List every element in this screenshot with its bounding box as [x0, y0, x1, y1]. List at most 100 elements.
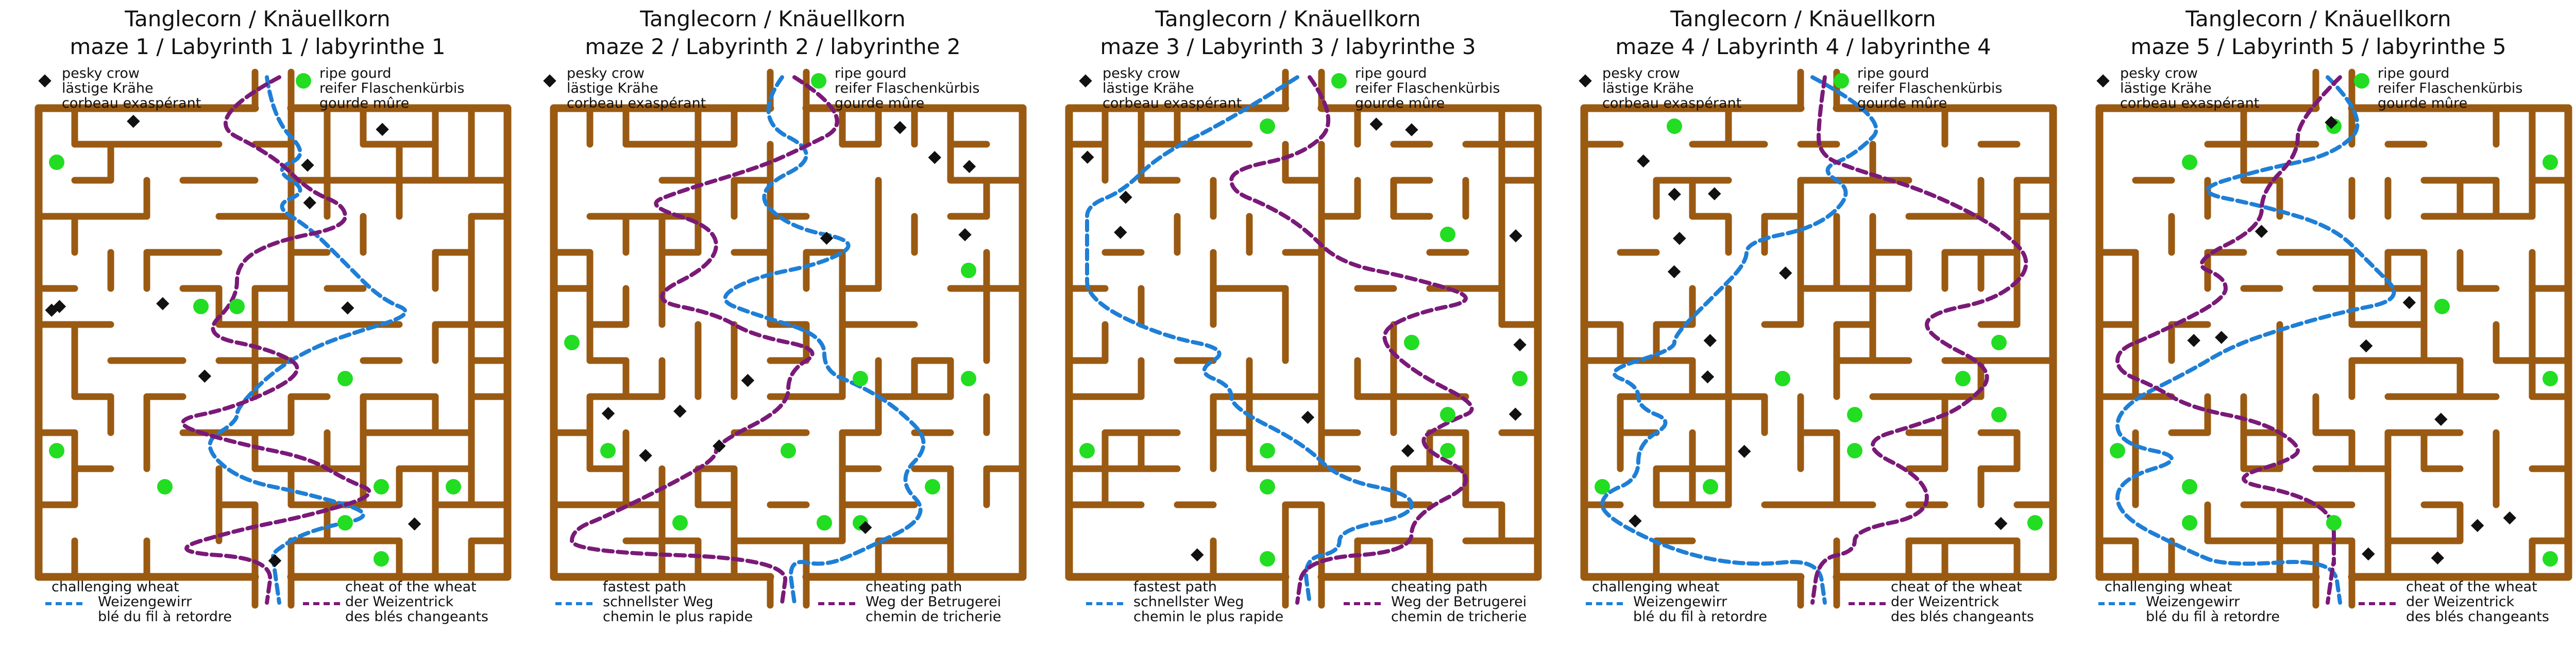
legend-crow: pesky crow lästige Krähe corbeau exaspér… [543, 66, 706, 111]
gourd-marker [2543, 371, 2558, 386]
legend-cheat: cheating path Weg der Betrugerei chemin … [818, 579, 1002, 624]
gourd-marker [1991, 407, 2007, 422]
gourd-marker [961, 263, 976, 278]
crow-marker [1369, 117, 1383, 131]
title-line-1: Tanglecorn / Knäuellkorn [2185, 6, 2451, 31]
crow-marker [1778, 266, 1792, 280]
crow-marker [1701, 370, 1715, 384]
legend-crow-de: lästige Krähe [1103, 80, 1194, 96]
legend-path-fr: chemin le plus rapide [1133, 609, 1284, 625]
maze-2 [550, 69, 1027, 609]
legend-gourd: ripe gourd reifer Flaschenkürbis gourde … [811, 66, 979, 111]
gourd-marker [2543, 551, 2558, 567]
legend-gourd-de: reifer Flaschenkürbis [2378, 80, 2523, 96]
legend-path-en: fastest path [1133, 579, 1217, 595]
crow-marker [1509, 407, 1522, 421]
legend-path-en: challenging wheat [1592, 579, 1720, 595]
legend-crow-en: pesky crow [1602, 65, 1681, 81]
legend-path-de: schnellster Weg [603, 594, 714, 610]
crow-marker [1994, 517, 2008, 531]
legend-gourd-de: reifer Flaschenkürbis [1355, 80, 1500, 96]
maze-title: Tanglecorn / Knäuellkorn maze 4 / Labyri… [1546, 5, 2061, 61]
crow-marker [1667, 265, 1681, 279]
title-line-2: maze 4 / Labyrinth 4 / labyrinthe 4 [1615, 34, 1991, 59]
crow-marker [1637, 154, 1650, 168]
legend-gourd: ripe gourd reifer Flaschenkürbis gourde … [1834, 65, 2003, 111]
green-dot-icon [811, 73, 826, 89]
legend-gourd-de: reifer Flaschenkürbis [1857, 80, 2003, 96]
maze-panel-3: Tanglecorn / Knäuellkorn maze 3 / Labyri… [1030, 0, 1546, 649]
green-dot-icon [1834, 73, 1849, 89]
maze-4 [1580, 69, 2057, 609]
crow-marker [127, 114, 140, 128]
maze-5 [2095, 69, 2572, 609]
cheating-path-route [2115, 75, 2342, 605]
legend-gourd: ripe gourd reifer Flaschenkürbis gourde … [1331, 66, 1500, 111]
crow-marker [408, 517, 421, 531]
legend-gourd-en: ripe gourd [1857, 65, 1929, 81]
gourd-marker [1847, 407, 1862, 422]
legend-path-de: Weizengewirr [98, 594, 192, 610]
legend-cheat-en: cheat of the wheat [1891, 579, 2022, 595]
crow-marker [893, 121, 907, 134]
legend-path-fr: blé du fil à retordre [98, 609, 232, 625]
legend-gourd: ripe gourd reifer Flaschenkürbis gourde … [2354, 66, 2523, 111]
crow-marker [928, 151, 941, 164]
legend-path-en: challenging wheat [2105, 579, 2232, 595]
gourd-marker [2182, 155, 2197, 170]
crow-marker [1119, 191, 1132, 204]
gourd-marker [2027, 515, 2043, 531]
legend-crow-de: lästige Krähe [62, 80, 154, 96]
legend-crow: pesky crow lästige Krähe corbeau exaspér… [1079, 66, 1242, 111]
legend-crow-de: lästige Krähe [1602, 80, 1694, 96]
gourd-marker [229, 299, 245, 314]
purple-dashed-line-icon [303, 602, 340, 605]
legend-cheat-de: der Weizentrick [2406, 594, 2515, 610]
maze-panel-5: Tanglecorn / Knäuellkorn maze 5 / Labyri… [2061, 0, 2576, 649]
legend-path: fastest path schnellster Weg chemin le p… [555, 579, 753, 624]
legend-cheat-en: cheat of the wheat [345, 579, 477, 595]
title-line-1: Tanglecorn / Knäuellkorn [1670, 6, 1936, 31]
legend-gourd-fr: gourde mûre [1857, 95, 1947, 111]
gourd-marker [1260, 551, 1275, 567]
crow-marker [639, 449, 652, 463]
legend-path-de: Weizengewirr [1633, 594, 1727, 610]
maze-title: Tanglecorn / Knäuellkorn maze 2 / Labyri… [515, 5, 1030, 61]
crow-marker [2470, 519, 2484, 533]
legend-cheat-en: cheating path [866, 579, 962, 595]
legend-gourd-fr: gourde mûre [319, 95, 410, 111]
crow-marker [1191, 548, 1204, 562]
legend-gourd-en: ripe gourd [319, 65, 392, 81]
crow-marker [713, 439, 726, 453]
gourd-marker [1440, 407, 1455, 422]
crow-marker [1401, 444, 1415, 457]
title-line-1: Tanglecorn / Knäuellkorn [125, 6, 391, 31]
gourd-marker [1512, 371, 1528, 386]
crow-marker [958, 228, 972, 242]
gourd-marker [1404, 335, 1419, 350]
crow-marker [1629, 514, 1642, 528]
legend-cheat-fr: des blés changeants [345, 609, 488, 625]
crow-marker [1737, 445, 1751, 458]
gourd-marker [1955, 371, 1971, 386]
legend-cheat-de: Weg der Betrugerei [866, 594, 1002, 610]
blue-dashed-line-icon [1086, 602, 1123, 605]
gourd-marker [1260, 118, 1275, 134]
crow-marker [2187, 334, 2200, 347]
gourd-marker [2434, 299, 2450, 314]
gourd-marker [1079, 443, 1095, 458]
gourd-marker [1260, 443, 1275, 458]
gourd-marker [193, 299, 209, 314]
crow-marker [198, 369, 212, 383]
legend-cheat: cheat of the wheat der Weizentrick des b… [1849, 579, 2034, 624]
legend-crow-fr: corbeau exaspérant [2120, 95, 2260, 111]
gourd-marker [1260, 479, 1275, 494]
crow-marker [1513, 338, 1527, 352]
gourd-marker [1775, 371, 1790, 386]
crow-marker [2359, 339, 2373, 353]
blue-dashed-line-icon [555, 602, 592, 605]
gourd-marker [853, 371, 868, 386]
gourd-marker [1847, 443, 1862, 458]
gourd-marker [374, 479, 389, 494]
crow-marker [601, 407, 615, 420]
